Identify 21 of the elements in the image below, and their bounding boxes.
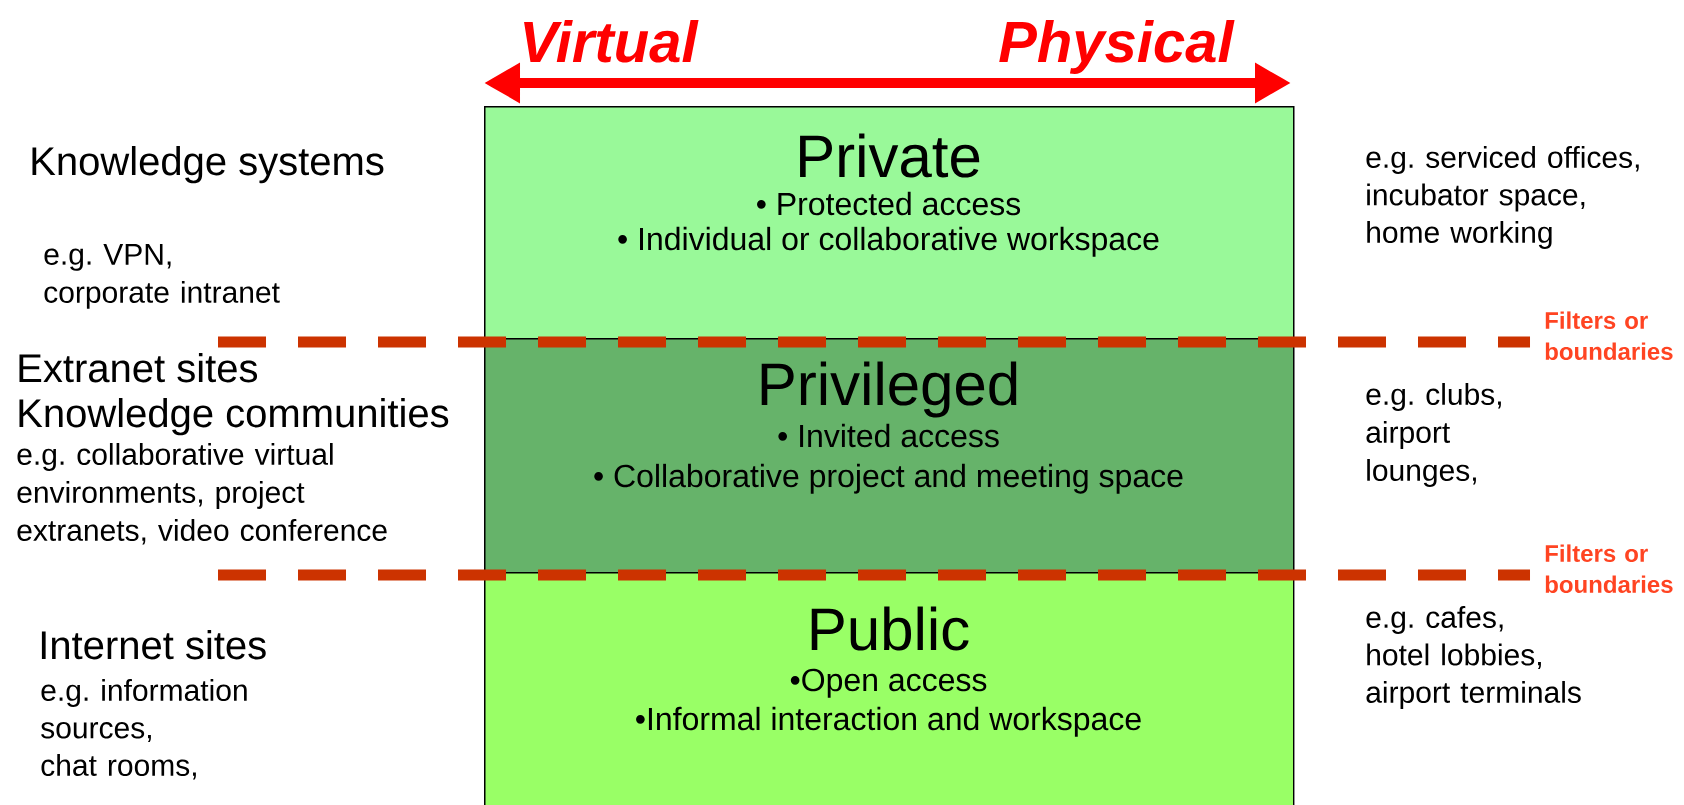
bullet-text: • Collaborative project and meeting space xyxy=(594,463,1183,494)
example-text: e.g. VPN, corporate intranet xyxy=(44,244,280,309)
boundary-label: Filters or boundaries xyxy=(1545,311,1673,360)
example-text: e.g. information sources, chat rooms, xyxy=(41,679,247,780)
example-text: e.g. clubs, airport lounges, xyxy=(1366,383,1501,487)
category-heading: Extranet sites xyxy=(19,353,258,383)
category-heading: Knowledge communities xyxy=(19,398,449,436)
zone-title: Private xyxy=(800,133,980,178)
category-heading: Internet sites xyxy=(41,630,266,660)
bullet-text: • Invited access xyxy=(778,423,999,448)
boundary-label: Filters or boundaries xyxy=(1545,544,1673,593)
bullet-text: • Individual or collaborative workspace xyxy=(618,226,1159,257)
bullet-text: •Open access xyxy=(790,668,987,698)
category-heading: Knowledge systems xyxy=(32,146,384,184)
example-text: e.g. serviced offices, incubator space, home working xyxy=(1366,146,1639,249)
zone-title: Privileged xyxy=(761,361,1017,418)
bullet-text: • Protected access xyxy=(757,191,1021,216)
bullet-text: •Informal interaction and workspace xyxy=(636,706,1141,737)
example-text: e.g. cafes, hotel lobbies, airport terminals xyxy=(1366,606,1581,709)
example-text: e.g. collaborative virtual environments, project extranets, video conference xyxy=(17,443,387,545)
zone-title: Public xyxy=(811,606,969,651)
